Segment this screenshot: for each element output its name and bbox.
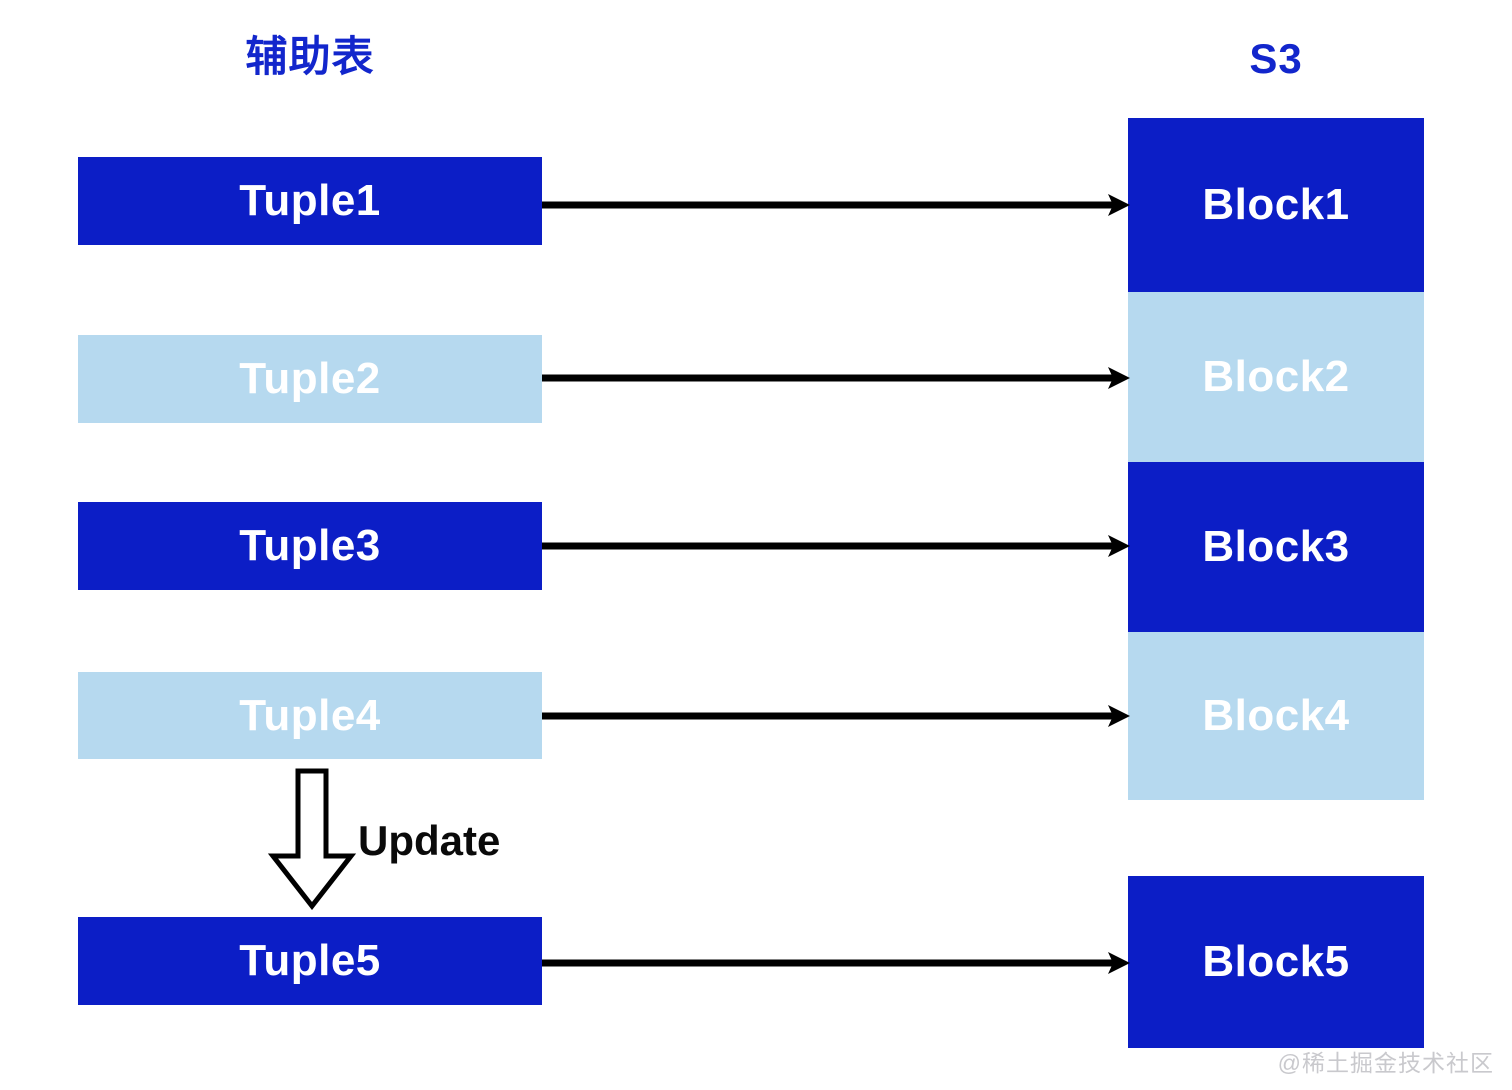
tuple-box-3: Tuple3 [78,502,542,590]
watermark: @稀土掘金技术社区 [1277,1050,1494,1076]
connector-arrow-2 [542,365,1130,391]
block-box-4: Block4 [1128,632,1424,800]
tuple-box-1: Tuple1 [78,157,542,245]
tuple-box-4: Tuple4 [78,672,542,759]
update-down-arrow-icon [266,768,358,910]
block-box-3: Block3 [1128,462,1424,632]
block-box-2: Block2 [1128,292,1424,462]
column-title-auxiliary-table: 辅助表 [245,33,375,80]
update-label: Update [358,817,501,864]
tuple-box-5: Tuple5 [78,917,542,1005]
block-box-1: Block1 [1128,118,1424,292]
connector-arrow-5 [542,950,1130,976]
connector-arrow-1 [542,192,1130,218]
column-title-s3: S3 [1249,35,1303,82]
connector-arrow-4 [542,703,1130,729]
tuple-box-2: Tuple2 [78,335,542,423]
block-box-5: Block5 [1128,876,1424,1048]
connector-arrow-3 [542,533,1130,559]
